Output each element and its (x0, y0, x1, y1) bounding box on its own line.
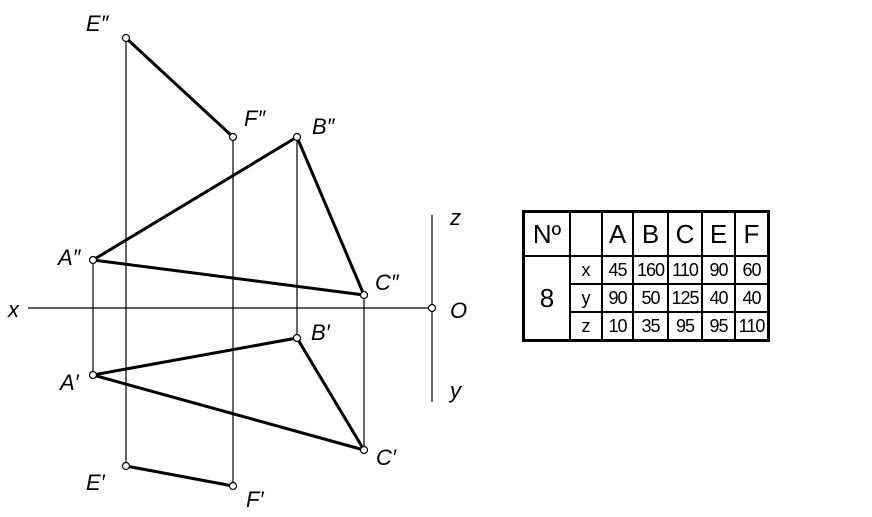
points (88, 33, 437, 491)
cell: 110 (667, 255, 703, 285)
cell: 160 (632, 255, 669, 285)
triangle-ab-frontal (91, 135, 299, 262)
header-c: C (667, 210, 703, 257)
triangle-bc-horizontal (295, 336, 366, 452)
label-e2: E″ (86, 11, 110, 36)
cell: 40 (701, 283, 736, 313)
cell: 10 (601, 311, 634, 342)
label-c1: C′ (376, 445, 397, 470)
header-a: A (601, 210, 634, 257)
header-no: Nº (522, 210, 571, 257)
cell: 95 (701, 311, 736, 342)
label-a1: A′ (58, 370, 80, 395)
point-a2 (88, 255, 98, 265)
triangle-ac-frontal (91, 258, 366, 297)
label-x: x (7, 297, 20, 322)
cell: 110 (734, 311, 770, 342)
point-f1 (228, 481, 238, 491)
point-b2 (292, 132, 302, 142)
header-f: F (734, 210, 770, 257)
label-f1: F′ (246, 487, 264, 512)
label-b1: B′ (311, 320, 331, 345)
triangle-ac-horizontal (91, 373, 366, 452)
header-e: E (701, 210, 736, 257)
cell: 90 (601, 283, 634, 313)
triangle-bc-frontal (295, 135, 366, 297)
table-row-y: y 90 50 125 40 40 (524, 283, 770, 313)
table-row-x: 8 x 45 160 110 90 60 (522, 255, 770, 342)
segment-ef-frontal (124, 36, 235, 139)
axis-y: y (569, 283, 603, 313)
label-e1: E′ (86, 470, 106, 495)
point-c2 (359, 290, 369, 300)
header-blank (569, 210, 603, 257)
cell: 35 (632, 311, 669, 342)
label-o: O (450, 298, 467, 323)
point-f2 (228, 132, 238, 142)
label-y: y (448, 378, 463, 403)
segment-ef-horizontal (124, 464, 235, 488)
triangle-ab-horizontal (91, 336, 299, 377)
label-b2: B″ (312, 114, 336, 139)
point-e2 (121, 33, 131, 43)
cell: 90 (701, 255, 736, 285)
cell: 125 (667, 283, 703, 313)
point-origin (427, 303, 437, 313)
point-a1 (88, 370, 98, 380)
label-z: z (449, 205, 461, 230)
coordinates-table: Nº A B C E F 8 x 45 160 110 90 60 y 90 5… (522, 210, 770, 342)
point-c1 (359, 445, 369, 455)
cell: 95 (667, 311, 703, 342)
cell: 45 (601, 255, 634, 285)
point-e1 (121, 461, 131, 471)
label-c2: C″ (375, 270, 400, 295)
label-a2: A″ (56, 245, 82, 270)
axis-x: x (569, 255, 603, 285)
axis-z: z (569, 311, 603, 342)
label-f2: F″ (244, 106, 266, 131)
table-header-row: Nº A B C E F (522, 210, 770, 257)
variant-number: 8 (522, 255, 571, 342)
point-b1 (292, 333, 302, 343)
header-b: B (632, 210, 669, 257)
cell: 40 (734, 283, 770, 313)
cell: 50 (632, 283, 669, 313)
table-row-z: z 10 35 95 95 110 (524, 311, 770, 342)
cell: 60 (734, 255, 770, 285)
